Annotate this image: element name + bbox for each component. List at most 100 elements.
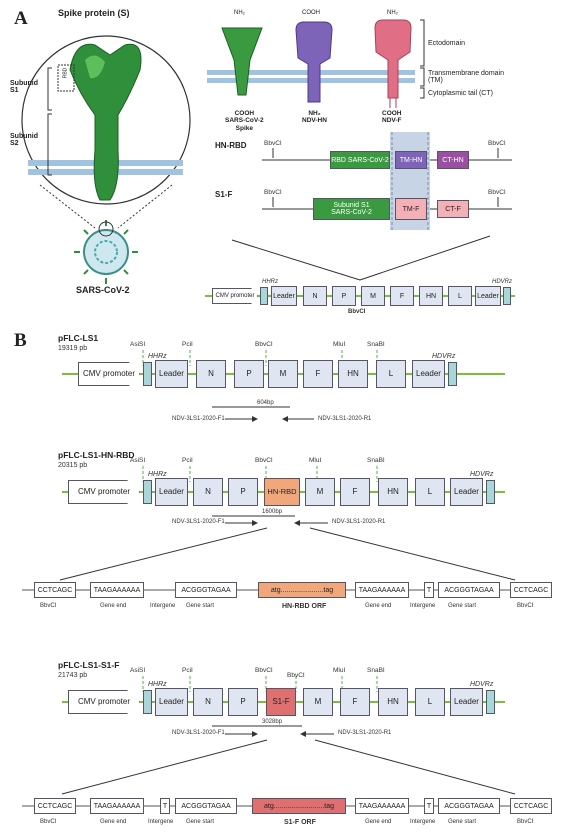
spike-title: Spike protein (S) <box>58 8 130 18</box>
construct2-site-snabi: SnaBI <box>367 457 385 464</box>
construct1-primer-f: NDV-3LS1-2020-F1 <box>172 416 225 422</box>
construct1-site-asisi: AsiSI <box>130 341 146 348</box>
construct2-site-bbvci: BbvCI <box>255 457 273 464</box>
cassette2-seq-1: CCTCAGC <box>34 582 76 598</box>
construct2-gene-leader: Leader <box>155 478 188 506</box>
cassette3-label-8: Gene start <box>448 819 477 825</box>
construct1-gene-n: N <box>196 360 226 388</box>
construct1-gene-f: F <box>303 360 333 388</box>
hn-rbd-site-right: BbvCI <box>488 140 506 147</box>
construct3-hhrz: HHRz <box>148 681 167 688</box>
construct3-hhrz-box <box>143 690 152 714</box>
construct3-gene-l: L <box>415 688 445 716</box>
construct1-site-bbvci: BbvCI <box>255 341 273 348</box>
cassette3-seq-4: ACGGGTAGAA <box>175 798 237 814</box>
genome-gene-m: M <box>361 286 385 306</box>
construct2-primer-r: NDV-3LS1-2020-R1 <box>332 519 386 525</box>
spike-top-label: NH₂ <box>234 10 245 16</box>
hn-rbd-construct-name: HN-RBD <box>215 141 247 150</box>
construct2-hdvrz: HDVRz <box>470 471 494 478</box>
rbd-sars-box: RBD SARS-CoV-2 <box>330 151 390 169</box>
panel-a-letter: A <box>14 8 28 29</box>
cassette2-label-6: Gene end <box>365 603 392 609</box>
construct1-site-snabi: SnaBI <box>367 341 385 348</box>
genome-gene-n: N <box>303 286 327 306</box>
construct3-gene-leader: Leader <box>155 688 188 716</box>
construct2-gene-leader-2: Leader <box>450 478 483 506</box>
construct2-amplicon: 1600bp <box>262 509 283 515</box>
construct2-gene-p: P <box>228 478 258 506</box>
genome-hhrz-box <box>260 287 268 305</box>
hn-rbd-site-left: BbvCI <box>264 140 282 147</box>
rbd-label: RBD <box>62 67 69 79</box>
construct3-hdvrz: HDVRz <box>470 681 494 688</box>
spike-bottom-label: COOH SARS-CoV-2 Spike <box>225 110 264 132</box>
construct1-gene-leader-2: Leader <box>412 360 445 388</box>
construct1-gene-leader: Leader <box>155 360 188 388</box>
construct3-site-pcii: PciI <box>182 667 193 674</box>
construct3-site-bbvci-2: BbvCI <box>287 672 305 679</box>
s1f-site-right: BbvCI <box>488 189 506 196</box>
construct1-site-mlui: MluI <box>333 341 346 348</box>
construct2-size: 20315 pb <box>58 462 88 469</box>
genome-gene-l: L <box>448 286 472 306</box>
construct2-site-asisi: AsiSI <box>130 457 146 464</box>
cassette2-label-2: Gene end <box>100 603 127 609</box>
construct3-gene-m: M <box>303 688 333 716</box>
construct2-site-pcii: PciI <box>182 457 193 464</box>
genome-gene-p: P <box>332 286 356 306</box>
ct-label: Cytoplasmic tail (CT) <box>428 90 493 97</box>
cassette3-seq-8: ACGGGTAGAA <box>438 798 500 814</box>
construct3-gene-s1-f: S1-F <box>266 688 296 716</box>
construct2-site-mlui: MluI <box>309 457 322 464</box>
ct-f-box: CT-F <box>437 200 469 218</box>
genome-hdvrz-box <box>503 287 511 305</box>
construct2-promoter: CMV promoter <box>68 480 140 504</box>
cassette3-seq-9: CCTCAGC <box>510 798 552 814</box>
cassette2-seq-3: ACGGGTAGAA <box>175 582 237 598</box>
cassette3-label-2: Gene end <box>100 819 127 825</box>
cassette2-orf: atg......................tag <box>258 582 346 598</box>
construct3-amplicon: 3028bp <box>262 719 283 725</box>
s1f-construct-name: S1-F <box>215 190 233 199</box>
cassette3-seq-6: TAAGAAAAAA <box>355 798 409 814</box>
cassette3-orf: atg..........................tag <box>252 798 346 814</box>
construct2-gene-f: F <box>340 478 370 506</box>
construct3-gene-p: P <box>228 688 258 716</box>
construct2-gene-hn-rbd: HN-RBD <box>264 478 300 506</box>
cassette2-label-4: Gene start <box>186 603 215 609</box>
construct3-site-mlui: MluI <box>333 667 346 674</box>
tm-domain-label: Transmembrane domain (TM) <box>428 70 504 84</box>
hn-top-label: COOH <box>302 10 320 16</box>
construct3-site-asisi: AsiSI <box>130 667 146 674</box>
cassette2-label-1: BbvCI <box>40 603 57 609</box>
construct1-hdvrz-box <box>448 362 457 386</box>
hn-bottom-label: NH₂ NDV-HN <box>302 110 327 125</box>
construct2-primer-f: NDV-3LS1-2020-F1 <box>172 519 225 525</box>
construct1-site-pcii: PciI <box>182 341 193 348</box>
construct2-name: pFLC-LS1-HN-RBD <box>58 450 135 460</box>
construct3-gene-n: N <box>193 688 223 716</box>
ectodomain-label: Ectodomain <box>428 40 465 47</box>
cassette2-seq-6: T <box>424 582 434 598</box>
construct3-gene-hn: HN <box>378 688 408 716</box>
construct3-site-bbvci: BbvCI <box>255 667 273 674</box>
construct1-hdvrz: HDVRz <box>432 353 456 360</box>
genome-hdvrz: HDVRz <box>492 279 513 285</box>
genome-gene-hn: HN <box>419 286 443 306</box>
subunit-s2-label: Subunid S2 <box>10 133 38 147</box>
cassette2-label-9: BbvCI <box>517 603 534 609</box>
construct2-gene-l: L <box>415 478 445 506</box>
cassette3-label-7: Intergene <box>410 819 436 825</box>
construct1-gene-l: L <box>376 360 406 388</box>
cassette2-seq-2: TAAGAAAAAA <box>90 582 144 598</box>
construct2-hdvrz-box <box>486 480 495 504</box>
construct1-name: pFLC-LS1 <box>58 333 99 343</box>
f-top-label: NH₂ <box>387 10 398 16</box>
construct1-size: 19319 pb <box>58 345 88 352</box>
construct1-hhrz-box <box>143 362 152 386</box>
construct1-gene-m: M <box>268 360 298 388</box>
cassette3-seq-7: T <box>424 798 434 814</box>
f-bottom-label: COOH NDV-F <box>382 110 402 125</box>
genome-gene-f: F <box>390 286 414 306</box>
